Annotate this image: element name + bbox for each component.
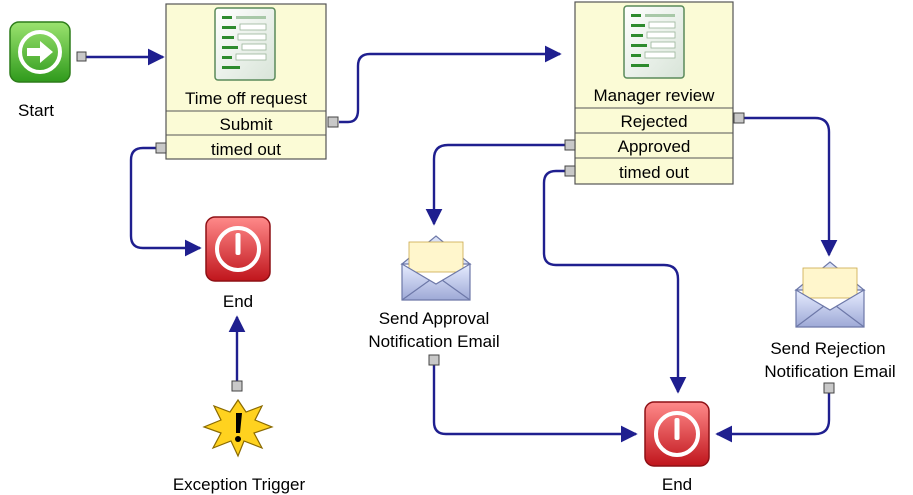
stop-power-icon	[644, 401, 710, 467]
timed-out-output-port[interactable]	[155, 142, 167, 154]
connector-send-approval-to-end[interactable]	[432, 360, 638, 443]
send-rejection-label-line-2: Notification Email	[764, 362, 895, 381]
form-document-icon	[214, 7, 276, 81]
outcome-label: timed out	[619, 163, 689, 182]
start-label: Start	[18, 101, 54, 120]
send-approval-label-line-2: Notification Email	[368, 332, 499, 351]
envelope-icon	[794, 261, 866, 328]
connector-approved-to-send-approval[interactable]	[425, 143, 567, 226]
activity-time-off-request[interactable]: Time off request Submit timed out	[165, 3, 327, 160]
exception-trigger-node[interactable]: Exception Trigger	[173, 380, 306, 494]
connector-rejected-to-send-rejection[interactable]	[739, 116, 838, 257]
activity-title: Manager review	[594, 86, 716, 105]
outcome-submit[interactable]: Submit	[220, 115, 273, 134]
arrow-right-circle-icon	[9, 21, 71, 83]
send-rejection-label-line-1: Send Rejection	[770, 339, 885, 358]
explosion-warning-icon	[202, 398, 274, 458]
end-label: End	[662, 475, 692, 494]
activity-manager-review[interactable]: Manager review Rejected Approved timed o…	[574, 1, 734, 185]
start-output-port[interactable]	[76, 51, 87, 62]
envelope-icon	[400, 235, 472, 301]
exception-output-port[interactable]	[231, 380, 243, 392]
activity-title: Time off request	[185, 89, 307, 108]
exception-trigger-label: Exception Trigger	[173, 475, 306, 494]
outcome-approved[interactable]: Approved	[618, 137, 691, 156]
end-label: End	[223, 292, 253, 311]
outcome-timed-out[interactable]: timed out	[619, 163, 689, 182]
outcome-label: timed out	[211, 140, 281, 159]
send-approval-label-line-1: Send Approval	[379, 309, 490, 328]
end-node[interactable]: End	[644, 401, 710, 494]
end-node[interactable]: End	[205, 216, 271, 311]
send-approval-output-port[interactable]	[428, 354, 440, 366]
start-node[interactable]: Start	[9, 21, 71, 120]
connectors	[86, 45, 838, 443]
send-approval-email-node[interactable]: Send Approval Notification Email	[368, 235, 500, 366]
connector-timedout-to-end[interactable]	[129, 146, 202, 257]
rejected-output-port[interactable]	[733, 112, 745, 124]
outcome-rejected[interactable]: Rejected	[620, 112, 687, 131]
connector-send-rejection-to-end[interactable]	[715, 388, 831, 443]
send-rejection-email-node[interactable]: Send Rejection Notification Email	[764, 261, 896, 394]
form-document-icon	[623, 5, 685, 79]
outcome-label: Submit	[220, 115, 273, 134]
outcome-label: Rejected	[620, 112, 687, 131]
stop-power-icon	[205, 216, 271, 282]
connector-timedout-to-end[interactable]	[542, 169, 687, 394]
submit-output-port[interactable]	[327, 116, 339, 128]
send-rejection-output-port[interactable]	[823, 382, 835, 394]
approved-output-port[interactable]	[564, 139, 576, 151]
connector-submit-to-manager-review[interactable]	[339, 45, 562, 124]
outcome-timed-out[interactable]: timed out	[211, 140, 281, 159]
timed-out-output-port[interactable]	[564, 165, 576, 177]
outcome-label: Approved	[618, 137, 691, 156]
